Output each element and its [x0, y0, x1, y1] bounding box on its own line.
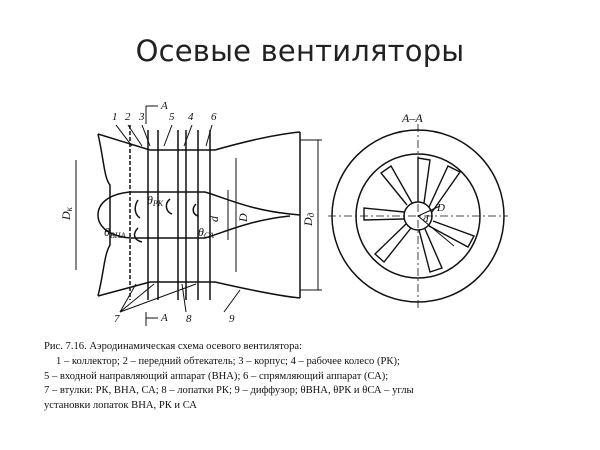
theta-rk-label: θРК	[147, 193, 164, 208]
part-number-2: 2	[125, 111, 131, 123]
section-view	[328, 124, 508, 308]
impeller-diameter-label: D	[236, 213, 250, 223]
section-marker-top: A	[160, 100, 168, 112]
part-number-9: 9	[229, 313, 235, 325]
hub-diameter-label: d	[207, 215, 221, 222]
diffuser-diameter-label: Dд	[301, 212, 316, 227]
section-label-d: d	[423, 213, 429, 225]
caption-line-4: 7 – втулки: РК, ВНА, СА; 8 – лопатки РК;…	[44, 385, 414, 397]
part-number-1: 1	[112, 111, 118, 123]
part-number-5: 5	[169, 111, 175, 123]
impeller-blades	[363, 157, 476, 273]
side-view	[75, 105, 322, 326]
theta-ca-label: θСА	[198, 225, 214, 240]
caption-line-5: установки лопаток ВНА, РК и СА	[44, 400, 197, 412]
figure-caption: Рис. 7.16. Аэродинамическая схема осевог…	[44, 340, 564, 414]
part-number-4: 4	[188, 111, 194, 123]
collector-diameter-label: Dк	[59, 206, 74, 221]
part-number-3: 3	[138, 111, 145, 123]
section-title: А–А	[401, 111, 423, 125]
slide-title: Осевые вентиляторы	[135, 34, 465, 68]
caption-line-3: 5 – входной направляющий аппарат (ВНА); …	[44, 370, 389, 382]
collector	[97, 133, 111, 297]
theta-vna-label: θВНА	[104, 225, 126, 240]
section-marker-bottom: A	[160, 312, 168, 324]
part-number-8: 8	[186, 313, 192, 325]
caption-line-2: 1 – коллектор; 2 – передний обтекатель; …	[56, 355, 400, 367]
front-fairing	[97, 191, 131, 239]
diffuser	[214, 131, 301, 151]
part-number-7: 7	[114, 313, 120, 325]
side-view-labels: 1 2 3 4 5 6 7 8 9 A A Dк d D Dд θВНА θРК…	[59, 100, 316, 325]
section-label-D: D	[436, 202, 445, 214]
part-number-6: 6	[211, 111, 217, 123]
section-view-labels: А–А d D	[401, 111, 445, 225]
caption-line-1: Рис. 7.16. Аэродинамическая схема осевог…	[44, 341, 303, 352]
